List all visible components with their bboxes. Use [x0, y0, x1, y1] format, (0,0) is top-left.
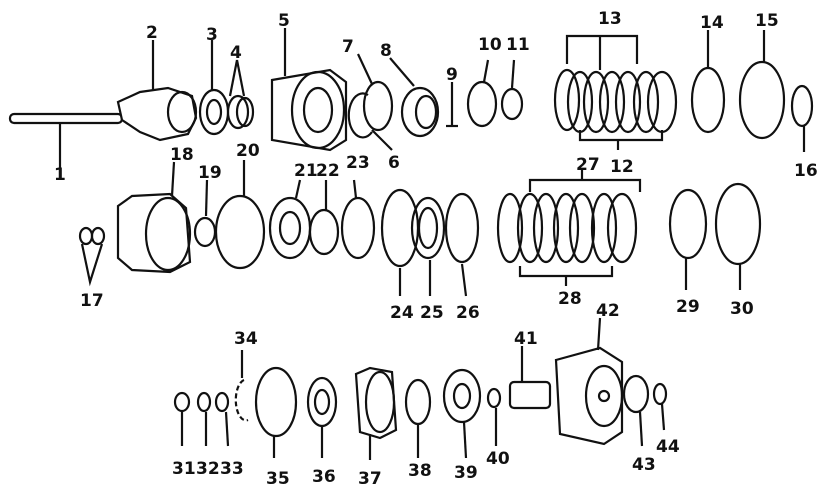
part-43-washer: [622, 374, 650, 447]
part-28-bracket: [518, 266, 614, 286]
callout-label-2: 2: [146, 23, 158, 43]
part-8-piston: [389, 57, 440, 138]
callout-label-39: 39: [454, 463, 478, 483]
part-11-seal: [500, 59, 524, 121]
part-18-planetary-drum: [116, 161, 192, 274]
part-33-washer: [214, 391, 230, 447]
part-17-clips: [78, 226, 106, 287]
part-6-snap-ring: [347, 92, 393, 151]
callout-label-1: 1: [54, 165, 66, 185]
part-26-ring: [444, 192, 480, 297]
part-42-housing: [554, 317, 624, 446]
callout-label-37: 37: [358, 469, 382, 489]
callout-label-20: 20: [236, 141, 260, 161]
callout-label-4: 4: [230, 43, 242, 63]
part-24-plate: [380, 188, 420, 296]
part-10-seal: [466, 59, 498, 128]
callout-label-29: 29: [676, 297, 700, 317]
part-4-bearing: [226, 59, 255, 130]
part-37-gear-drum: [354, 366, 398, 460]
callout-label-41: 41: [514, 329, 538, 349]
callout-label-31: 31: [172, 459, 196, 479]
callout-label-26: 26: [456, 303, 480, 323]
callout-label-25: 25: [420, 303, 444, 323]
part-2-input-shaft-hub: [116, 40, 198, 142]
callout-label-12: 12: [610, 157, 634, 177]
part-44-washer: [652, 382, 668, 431]
part-41-shaft-spline: [508, 346, 552, 410]
callout-label-43: 43: [632, 455, 656, 475]
part-25-plate: [410, 196, 446, 296]
part-34-snap-ring: [234, 350, 249, 422]
callout-label-23: 23: [346, 153, 370, 173]
callout-label-35: 35: [266, 469, 290, 489]
callout-label-30: 30: [730, 299, 754, 319]
part-5-drum: [270, 28, 348, 152]
part-19-washer: [193, 179, 217, 248]
part-38-ring: [404, 378, 432, 458]
callout-label-32: 32: [196, 459, 220, 479]
callout-label-22: 22: [316, 161, 340, 181]
part-40-washer: [486, 387, 502, 446]
callout-label-27: 27: [576, 155, 600, 175]
callout-label-18: 18: [170, 145, 194, 165]
part-13-clutch-plates: [553, 34, 678, 134]
part-36-sun-gear: [306, 376, 338, 458]
part-31-washer: [173, 391, 191, 446]
part-23-spring: [340, 179, 376, 260]
callout-label-15: 15: [755, 11, 779, 31]
callout-label-24: 24: [390, 303, 414, 323]
part-16-ring: [790, 84, 814, 152]
callout-label-17: 17: [80, 291, 104, 311]
callout-label-34: 34: [234, 329, 258, 349]
callout-label-3: 3: [206, 25, 218, 45]
part-1-shaft: [8, 112, 124, 180]
part-14-ring: [690, 30, 726, 134]
part-15-ring: [738, 30, 786, 140]
callout-label-19: 19: [198, 163, 222, 183]
callout-label-7: 7: [342, 37, 354, 57]
part-12-bracket: [578, 130, 664, 150]
part-20-ring: [214, 160, 266, 270]
callout-label-10: 10: [478, 35, 502, 55]
callout-label-40: 40: [486, 449, 510, 469]
callout-label-14: 14: [700, 13, 724, 33]
part-9-pin: [446, 82, 458, 128]
part-35-ring: [254, 366, 298, 458]
callout-label-9: 9: [446, 65, 458, 85]
part-3-washer: [198, 40, 230, 136]
callout-label-33: 33: [220, 459, 244, 479]
callout-label-8: 8: [380, 41, 392, 61]
callout-label-6: 6: [388, 153, 400, 173]
part-27-clutch-plates: [496, 170, 642, 264]
callout-label-28: 28: [558, 289, 582, 309]
part-39-carrier: [442, 368, 482, 459]
callout-label-11: 11: [506, 35, 530, 55]
part-30-ring: [714, 182, 762, 290]
callout-label-38: 38: [408, 461, 432, 481]
callout-label-36: 36: [312, 467, 336, 487]
callout-label-44: 44: [656, 437, 680, 457]
part-21-carrier: [268, 179, 312, 260]
callout-label-21: 21: [294, 161, 318, 181]
part-22-washer: [308, 180, 340, 256]
part-29-ring: [668, 188, 708, 290]
part-7-spring: [357, 53, 394, 132]
callout-label-13: 13: [598, 9, 622, 29]
callout-label-42: 42: [596, 301, 620, 321]
callout-label-16: 16: [794, 161, 818, 181]
part-32-washer: [196, 391, 212, 446]
callout-label-5: 5: [278, 11, 290, 31]
